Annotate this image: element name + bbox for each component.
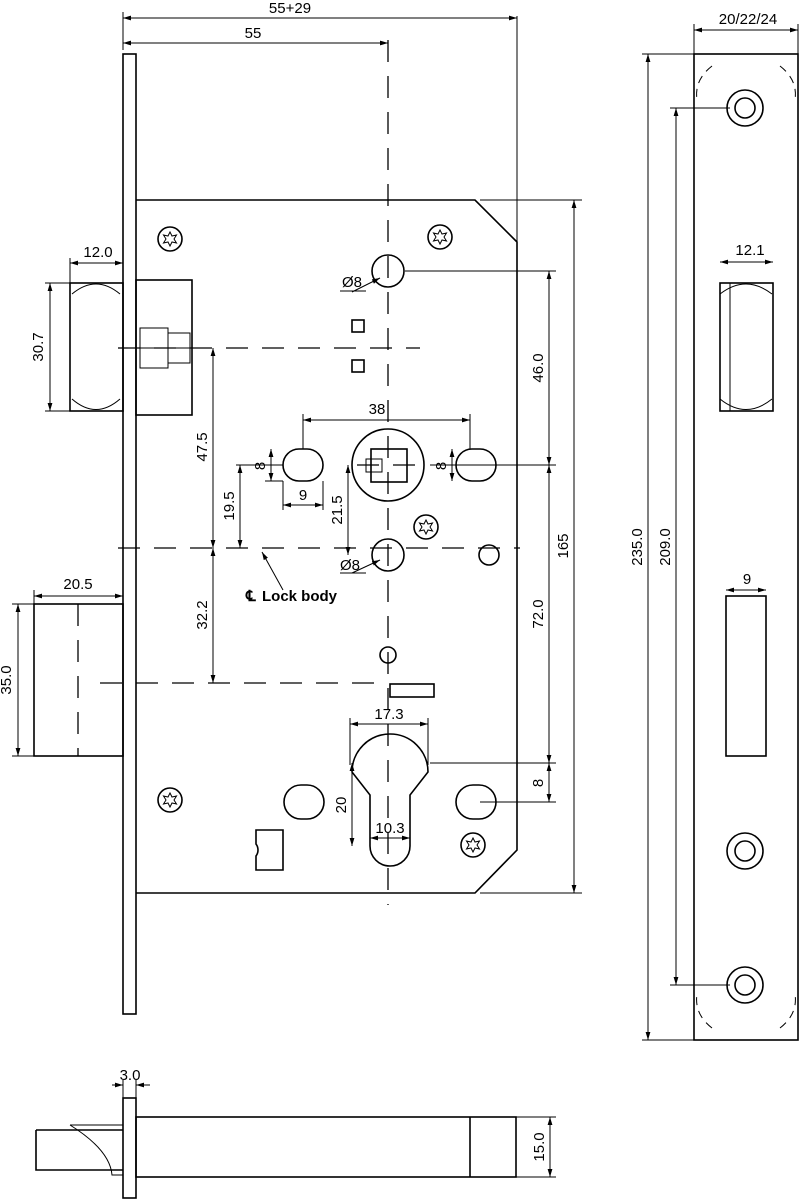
dim-slot-left-8: 8 <box>252 462 269 470</box>
dim-latch-height: 30.7 <box>30 332 47 361</box>
screw-icon <box>413 514 439 540</box>
dim-strike-latch: 12.1 <box>735 242 764 259</box>
spindle-hole-bottom <box>371 538 405 572</box>
dim-cyl-offset: 8 <box>530 779 547 787</box>
dim-21-5: 21.5 <box>329 495 346 524</box>
dim-19-5: 19.5 <box>221 491 238 520</box>
dim-backset: 55 <box>245 25 262 42</box>
screw-icon <box>460 832 486 858</box>
dim-165: 165 <box>555 533 572 558</box>
dim-strike-bolt: 9 <box>743 571 751 588</box>
dimension-lines <box>12 12 577 893</box>
dim-slot-right-8: 8 <box>433 462 450 470</box>
slot-left <box>282 448 324 482</box>
side-view: 3.0 15.0 <box>35 1067 556 1199</box>
dim-faceplate-thickness: 20/22/24 <box>719 11 777 28</box>
dim-47-5: 47.5 <box>194 432 211 461</box>
centerline-symbol: ℄ <box>245 588 256 605</box>
faceplate-dimensions: 20/22/24 12.1 9 235.0 209.0 <box>629 11 799 1041</box>
dim-slot-9: 9 <box>299 487 307 504</box>
dim-46-0: 46.0 <box>530 353 547 382</box>
screw-icon <box>157 787 183 813</box>
dim-latch-width: 12.0 <box>83 244 112 261</box>
dim-faceplate-screws: 209.0 <box>657 528 674 566</box>
follower-hub <box>351 428 425 502</box>
dim-cyl-height: 20 <box>333 797 350 814</box>
lock-body-label: Lock body <box>262 588 338 605</box>
faceplate-bolt-opening <box>725 595 767 757</box>
dim-spindle-top: Ø8 <box>342 274 362 291</box>
dim-cyl-neck: 10.3 <box>375 820 404 837</box>
dimension-labels: 55+29 55 12.0 30.7 Ø8 47.5 38 8 9 8 19.5… <box>0 0 572 837</box>
deadbolt <box>33 603 124 757</box>
dim-deadbolt-height: 35.0 <box>0 665 15 694</box>
dim-72-0: 72.0 <box>530 599 547 628</box>
lock-case-outline <box>136 199 518 894</box>
faceplate-outline <box>693 53 799 1041</box>
faceplate-latch-opening <box>719 282 774 412</box>
spindle-hole-top <box>371 254 405 288</box>
dim-backset-total: 55+29 <box>269 0 311 17</box>
faceplate-view <box>693 53 799 1041</box>
dim-38: 38 <box>369 401 386 418</box>
screw-icon <box>427 224 453 250</box>
front-plate <box>122 53 137 1015</box>
dim-spindle-bottom: Ø8 <box>340 557 360 574</box>
screw-icon <box>157 226 183 252</box>
dim-faceplate-length: 235.0 <box>629 528 646 566</box>
dim-bolt-height: 15.0 <box>531 1132 548 1161</box>
dim-32-2: 32.2 <box>194 600 211 629</box>
cylinder-profile <box>351 733 429 867</box>
dim-deadbolt-width: 20.5 <box>63 576 92 593</box>
lock-body-view <box>33 16 582 1015</box>
dim-cyl-width: 17.3 <box>374 706 403 723</box>
dim-bolt-throw: 3.0 <box>120 1067 141 1084</box>
